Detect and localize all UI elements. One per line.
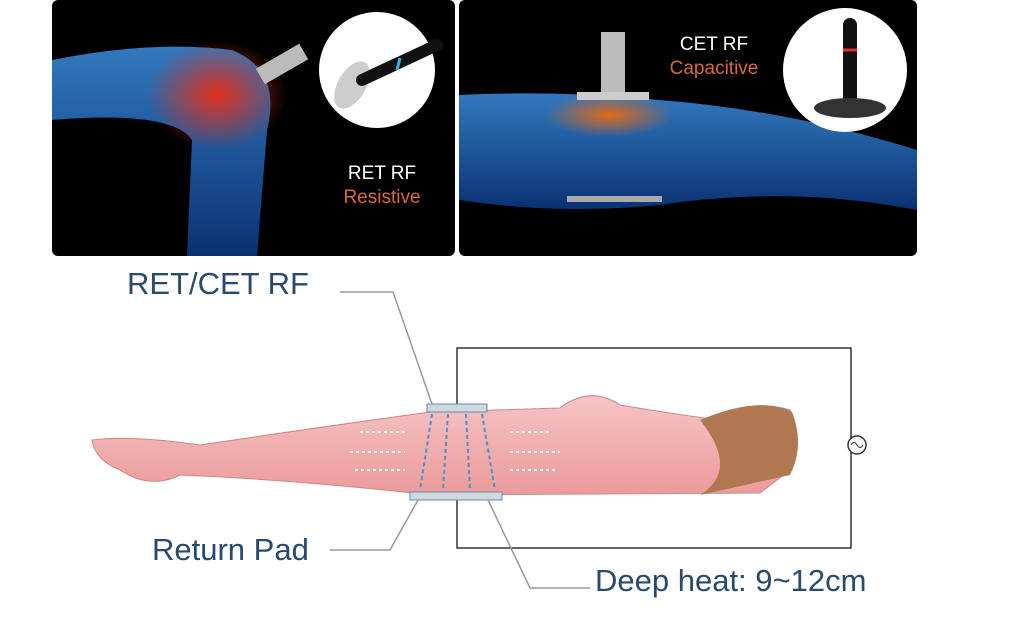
ret-title: RET RF [347, 163, 417, 184]
depth-label: Deep heat: 9~12cm [595, 563, 867, 598]
return-pad-label: Return Pad [152, 532, 309, 567]
heat-arrows [350, 431, 560, 471]
ret-panel: RET RF Resistive [52, 0, 455, 256]
return-pad [409, 491, 503, 501]
knee-illustration [52, 12, 443, 256]
cet-subtitle: Capacitive [669, 58, 759, 79]
current-lines [419, 413, 496, 491]
hair [700, 405, 799, 495]
cet-title: CET RF [679, 34, 749, 55]
electrode-label: RET/CET RF [127, 266, 309, 301]
cet-panel: CET RF Capacitive [459, 0, 917, 256]
electrode-pad [426, 403, 488, 413]
leader-lines [330, 291, 590, 589]
leg-illustration [459, 8, 917, 210]
ret-subtitle: Resistive [343, 187, 421, 208]
